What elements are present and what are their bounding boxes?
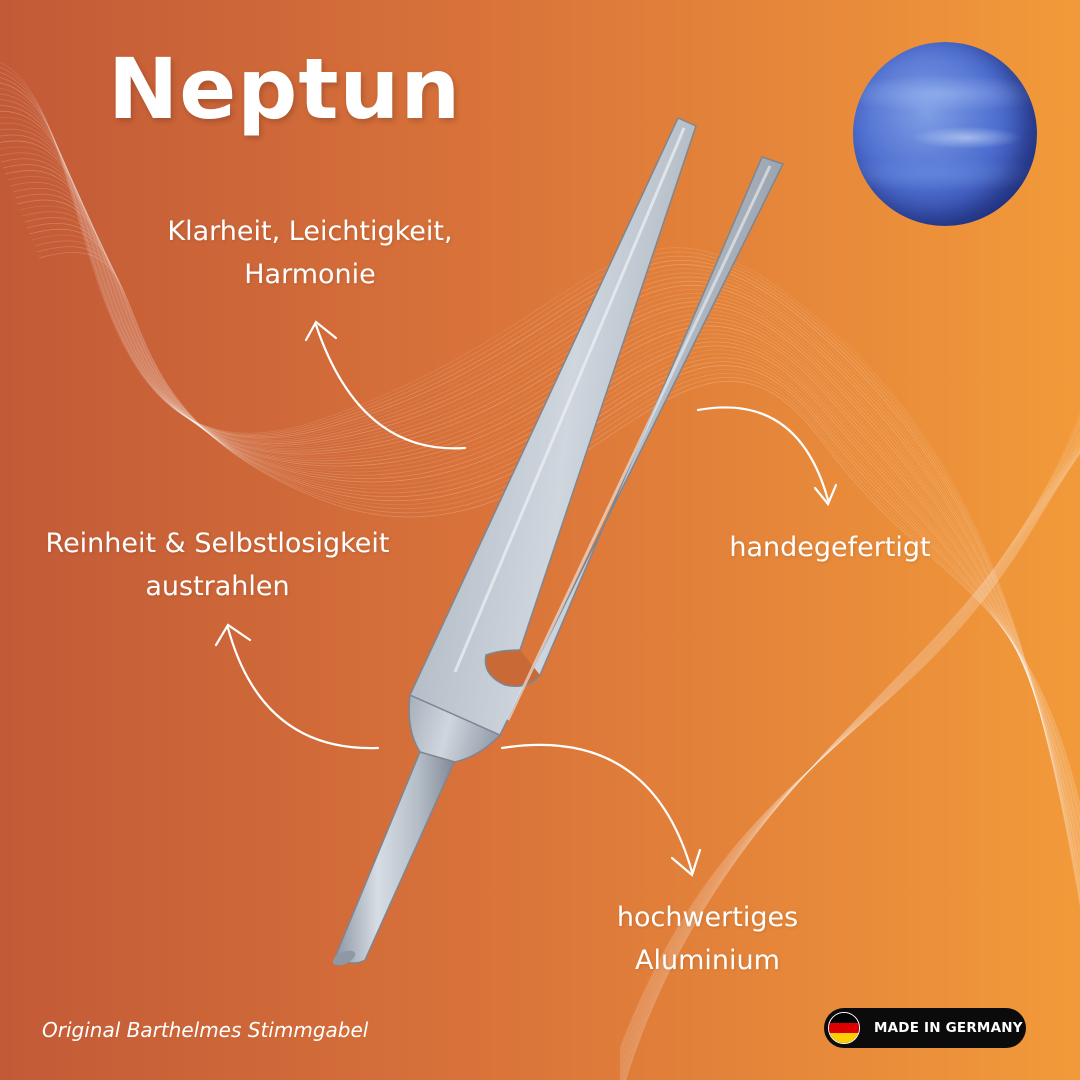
wave-line (619, 449, 1080, 1061)
label-aluminium: hochwertiges Aluminium (590, 896, 825, 982)
wave-line (24, 217, 1080, 827)
wave-line (34, 240, 1080, 814)
label-handegefertigt: handegefertigt (700, 526, 960, 569)
label-klarheit: Klarheit, Leichtigkeit, Harmonie (140, 210, 480, 296)
wave-line (619, 449, 1080, 1059)
wave-line (624, 419, 1080, 1080)
wave-line (620, 435, 1080, 1080)
label-line: hochwertiges (616, 902, 799, 933)
wave-line (621, 433, 1080, 1080)
wave-line (623, 422, 1080, 1080)
wave-line (625, 411, 1080, 1080)
curved-arrow-icon (304, 320, 467, 450)
label-line: Reinheit & Selbstlosigkeit (45, 528, 390, 559)
wave-line (36, 246, 1080, 811)
label-line: Klarheit, Leichtigkeit, (167, 216, 453, 247)
germany-flag-icon (828, 1012, 860, 1044)
wave-line (0, 67, 1080, 906)
wave-line (619, 446, 1080, 1067)
wave-line (619, 444, 1080, 1071)
label-line: handegefertigt (729, 532, 931, 563)
label-line: austrahlen (145, 571, 290, 603)
wave-line (0, 87, 1080, 895)
wave-line (15, 193, 1080, 840)
curved-arrow-icon (500, 743, 702, 877)
wave-line (29, 228, 1080, 820)
wave-line (619, 451, 1080, 1052)
wave-line (625, 415, 1080, 1080)
wave-line (19, 205, 1080, 833)
wave-line (619, 450, 1080, 1057)
made-in-germany-badge: MADE IN GERMANY (824, 1008, 1026, 1048)
wave-line (619, 447, 1080, 1065)
wave-line (619, 452, 1080, 1050)
wave-line (619, 451, 1080, 1054)
curved-arrow-icon (214, 623, 380, 750)
wave-line (31, 234, 1080, 817)
wave-line (619, 439, 1080, 1080)
wave-line (619, 440, 1080, 1078)
wave-line (619, 445, 1080, 1069)
wave-line (622, 428, 1080, 1080)
label-reinheit: Reinheit & Selbstlosigkeit austrahlen (30, 522, 405, 608)
wave-line (17, 199, 1080, 837)
wave-line (619, 452, 1080, 1048)
neptune-planet-image (853, 42, 1037, 226)
wave-line (39, 252, 1080, 807)
wave-line (22, 211, 1080, 830)
wave-line (619, 443, 1080, 1073)
wave-line (619, 442, 1080, 1075)
label-line: Harmonie (244, 259, 376, 291)
page-title: Neptun (108, 40, 462, 138)
wave-line (0, 62, 1080, 909)
wave-line (619, 437, 1080, 1080)
curved-arrow-icon (696, 406, 838, 507)
wave-line (623, 425, 1080, 1080)
wave-line (619, 448, 1080, 1063)
badge-label: MADE IN GERMANY (874, 1020, 1023, 1036)
wave-line (27, 222, 1080, 824)
wave-line (0, 77, 1080, 900)
label-line: Aluminium (635, 945, 780, 977)
wave-line (0, 72, 1080, 903)
footer-caption: Original Barthelmes Stimmgabel (42, 1018, 369, 1042)
wave-line (12, 187, 1080, 843)
wave-line (622, 431, 1080, 1080)
